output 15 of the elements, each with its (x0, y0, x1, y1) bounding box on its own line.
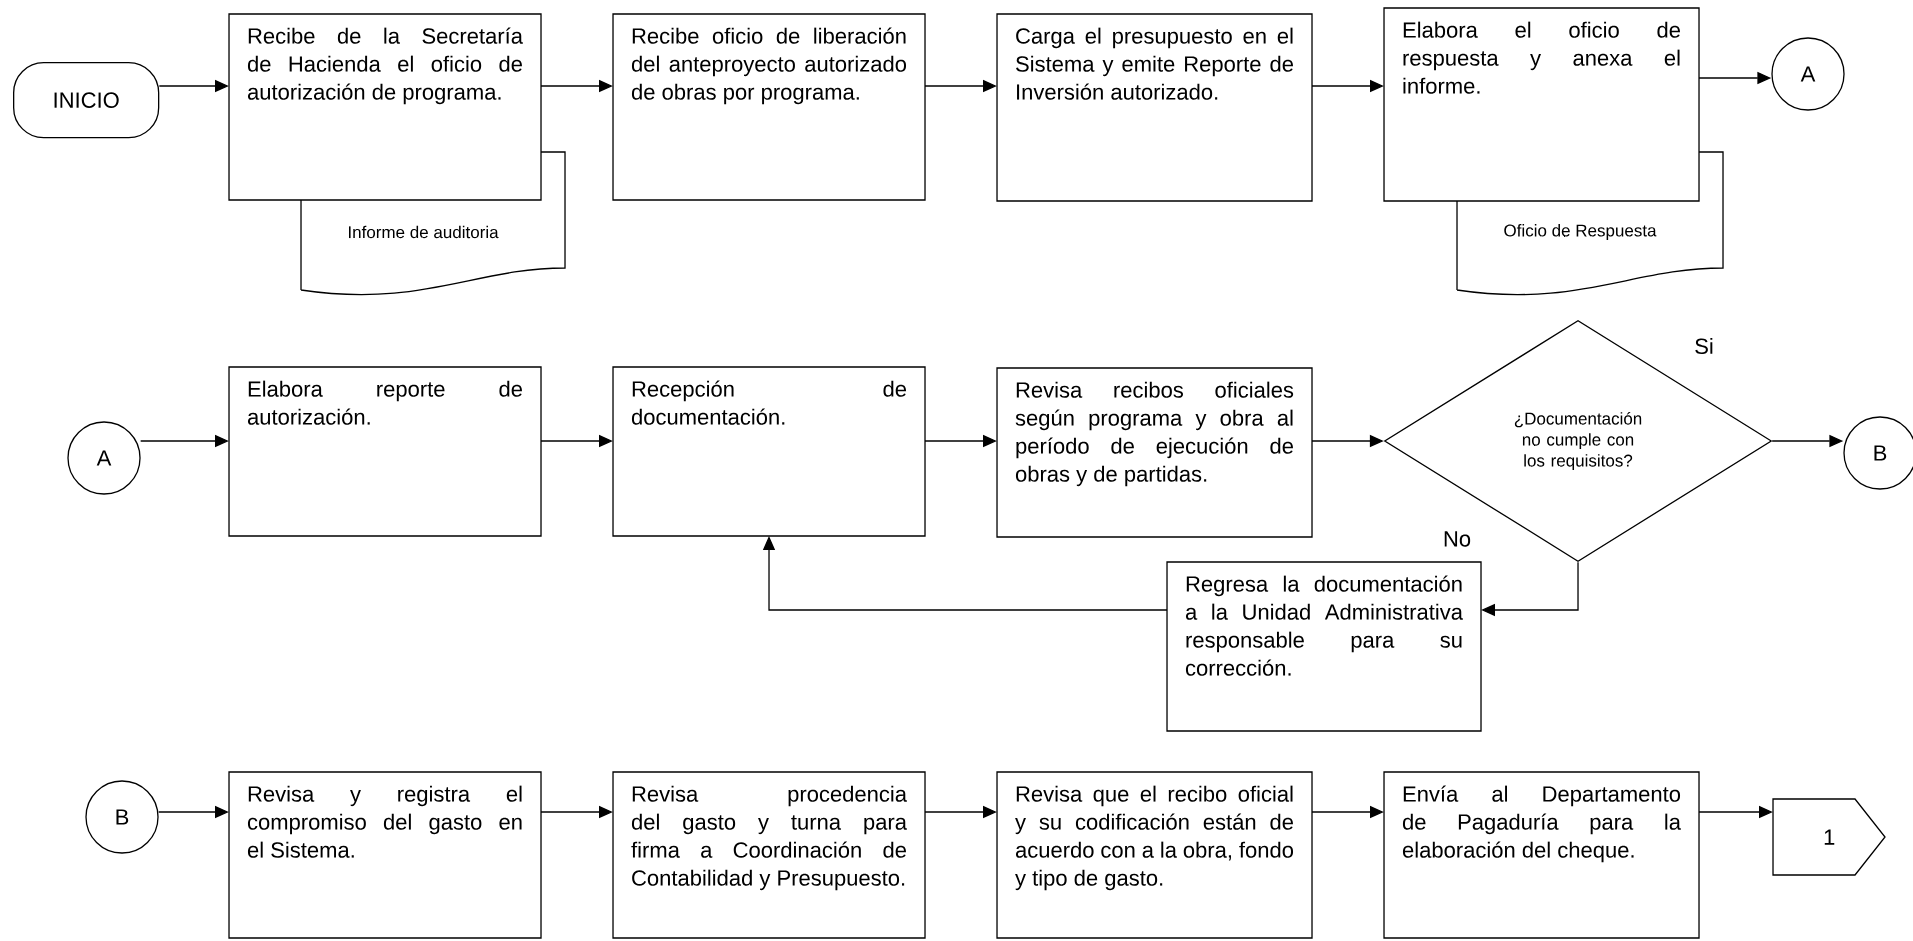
process-box: Revisa recibos oficiales según programa y obra al período de ejecución de obras y de partidas. (996, 367, 1313, 538)
process-box: Recibe de la Secretaría de Hacienda el oficio de autorización de programa. (228, 13, 542, 201)
process-box: Recibe oficio de liberación del anteproyecto autorizado de obras por programa. (612, 13, 926, 201)
process-box: Elabora el oficio de respuesta y anexa el informe. (1383, 7, 1700, 202)
process-box: Recepción de documentación. (612, 366, 926, 537)
process-box: Regresa la documentación a la Unidad Administrativa responsable para su corrección. (1166, 561, 1482, 732)
process-box: Carga el presupuesto en el Sistema y emite Reporte de Inversión autorizado. (996, 13, 1313, 202)
process-box: Revisa que el recibo oficial y su codificación están de acuerdo con a la obra, fondo y tipo de gasto. (996, 771, 1313, 939)
process-box: Envía al Departamento de Pagaduría para la elaboración del cheque. (1383, 771, 1700, 939)
edge-label: Si (1692, 335, 1716, 357)
process-box: Revisa y registra el compromiso del gasto en el Sistema. (228, 771, 542, 939)
process-box: Revisa procedencia del gasto y turna para firma a Coordinación de Contabilidad y Presupuesto. (612, 771, 926, 939)
process-box: Elabora reporte de autorización. (228, 366, 542, 537)
edge-label: No (1440, 529, 1474, 549)
off-page-connector: 1 (1772, 798, 1886, 876)
